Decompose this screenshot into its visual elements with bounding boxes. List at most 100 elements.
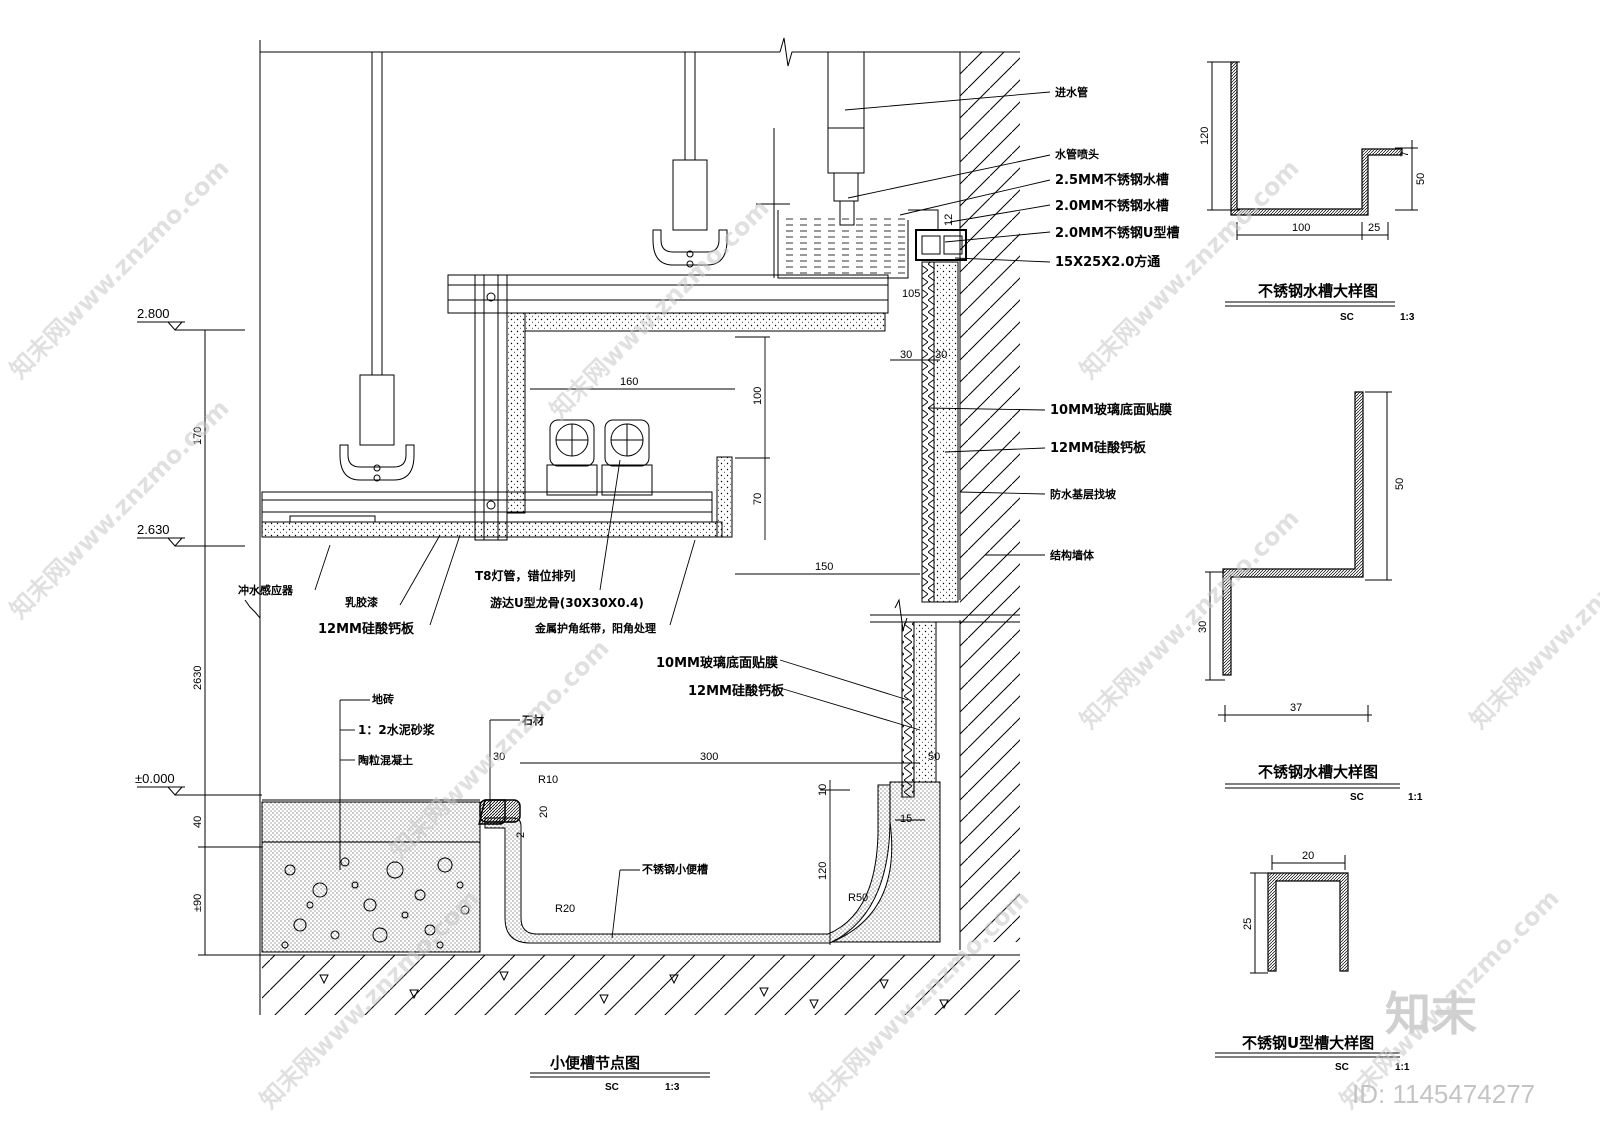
label-inlet-pipe: 进水管 bbox=[1055, 85, 1088, 99]
label-glass-film: 10MM玻璃底面贴膜 bbox=[1050, 402, 1172, 418]
label-square-tube: 15X25X2.0方通 bbox=[1055, 254, 1160, 270]
dim-90: ±90 bbox=[192, 894, 204, 912]
brand-logo-text: 知末 bbox=[1385, 987, 1477, 1041]
label-u-channel: 2.0MM不锈钢U型槽 bbox=[1055, 225, 1179, 241]
label-waterproof: 防水基层找坡 bbox=[1050, 487, 1117, 501]
leader-lines bbox=[314, 91, 1051, 939]
watermark-6: 知末网www.znzmo.com bbox=[1074, 504, 1304, 734]
dim-50: 50 bbox=[928, 751, 940, 763]
level-2630 bbox=[137, 537, 245, 547]
dim-105: 105 bbox=[902, 288, 920, 300]
detail2-title: 不锈钢水槽大样图 bbox=[1258, 763, 1378, 781]
label-urinal-trough: 不锈钢小便槽 bbox=[642, 862, 708, 876]
level-markers bbox=[137, 321, 262, 956]
detail2-sc: SC bbox=[1350, 792, 1364, 803]
detail-2-drawing bbox=[1205, 391, 1400, 789]
detail-2-texts: 50 30 37 不锈钢水槽大样图 SC 1:1 bbox=[1197, 478, 1423, 803]
level-2800 bbox=[137, 321, 245, 331]
dim-2630: 2630 bbox=[192, 666, 204, 690]
dim-70: 70 bbox=[752, 493, 764, 505]
watermark-3: 知末网www.znzmo.com bbox=[544, 194, 774, 424]
dim-r20: R20 bbox=[555, 903, 575, 915]
detail1-d7: 7 bbox=[1399, 151, 1411, 157]
label-lower-board: 12MM硅酸钙板 bbox=[688, 683, 785, 699]
label-board: 12MM硅酸钙板 bbox=[318, 621, 415, 637]
ceiling-labels: 冲水感应器 乳胶漆 12MM硅酸钙板 T8灯管，错位排列 游达U型龙骨(30X3… bbox=[238, 568, 656, 637]
detail-1-drawing bbox=[1207, 61, 1418, 307]
ceramsite-circles bbox=[281, 857, 470, 949]
label-latex-paint: 乳胶漆 bbox=[345, 595, 378, 609]
label-flush-sensor: 冲水感应器 bbox=[238, 583, 294, 597]
label-sink-20: 2.0MM不锈钢水槽 bbox=[1055, 198, 1169, 214]
main-title-text: 小便槽节点图 bbox=[550, 1054, 640, 1072]
left-dim-texts: 170 2630 40 ±90 bbox=[192, 427, 204, 912]
watermark-1: 知末网www.znzmo.com bbox=[4, 154, 234, 384]
dim-30a: 30 bbox=[900, 349, 912, 361]
dim-170: 170 bbox=[192, 427, 204, 445]
label-plasterboard: 12MM硅酸钙板 bbox=[1050, 440, 1147, 456]
label-t8-lamp: T8灯管，错位排列 bbox=[475, 568, 576, 583]
detail3-d20: 20 bbox=[1302, 850, 1314, 862]
detail1-scale: 1:3 bbox=[1400, 312, 1415, 323]
detail3-title: 不锈钢U型槽大样图 bbox=[1242, 1034, 1374, 1052]
dim-2: 2 bbox=[515, 832, 527, 838]
watermark-4: 知末网www.znzmo.com bbox=[384, 634, 614, 864]
label-sink-25: 2.5MM不锈钢水槽 bbox=[1055, 172, 1169, 188]
label-ceramsite: 陶粒混凝土 bbox=[358, 753, 413, 767]
label-stone: 石材 bbox=[521, 713, 544, 727]
detail1-sc: SC bbox=[1340, 312, 1354, 323]
label-floor-tile: 地砖 bbox=[372, 692, 394, 706]
detail2-d30: 30 bbox=[1197, 621, 1209, 633]
label-u-keel: 游达U型龙骨(30X30X0.4) bbox=[490, 595, 644, 610]
detail1-d120: 120 bbox=[1199, 127, 1211, 145]
detail3-sc: SC bbox=[1335, 1062, 1349, 1073]
detail-1-texts: 120 100 25 50 7 不锈钢水槽大样图 SC 1:3 bbox=[1199, 127, 1427, 323]
detail3-d25: 25 bbox=[1242, 918, 1254, 930]
detail3-scale: 1:1 bbox=[1395, 1062, 1410, 1073]
trough-dim-texts: 30 300 50 R10 20 2 10 120 R20 R50 15 bbox=[493, 751, 940, 915]
image-id-text: ID: 1145474277 bbox=[1352, 1079, 1535, 1109]
detail1-d25: 25 bbox=[1368, 222, 1380, 234]
dim-160: 160 bbox=[620, 376, 638, 388]
detail1-d100: 100 bbox=[1292, 222, 1310, 234]
dimension-lines bbox=[520, 336, 940, 945]
level-texts: 2.800 2.630 ±0.000 bbox=[135, 306, 175, 786]
dim-150: 150 bbox=[815, 561, 833, 573]
lower-labels: 10MM玻璃底面贴膜 12MM硅酸钙板 地砖 1：2水泥砂浆 陶粒混凝土 石材 … bbox=[358, 655, 785, 876]
label-mortar: 1：2水泥砂浆 bbox=[358, 722, 436, 737]
dim-r10: R10 bbox=[538, 774, 558, 786]
right-labels: 进水管 水管喷头 2.5MM不锈钢水槽 2.0MM不锈钢水槽 2.0MM不锈钢U… bbox=[1049, 85, 1179, 562]
main-title-sc: SC bbox=[605, 1082, 619, 1093]
detail2-scale: 1:1 bbox=[1408, 792, 1423, 803]
level-0 bbox=[137, 786, 245, 796]
detail-3-drawing bbox=[1215, 855, 1400, 1058]
main-section-drawing bbox=[259, 37, 1020, 1015]
dim-30: 30 bbox=[493, 751, 505, 763]
detail-3-texts: 20 25 不锈钢U型槽大样图 SC 1:1 bbox=[1242, 850, 1410, 1073]
ground-triangles bbox=[319, 971, 949, 1010]
dim-300: 300 bbox=[700, 751, 718, 763]
hanger-right bbox=[652, 159, 728, 268]
detail1-title: 不锈钢水槽大样图 bbox=[1258, 282, 1378, 300]
detail2-d50: 50 bbox=[1394, 478, 1406, 490]
level-2630-text: 2.630 bbox=[137, 522, 170, 537]
detail1-d50: 50 bbox=[1415, 173, 1427, 185]
t8-lamps bbox=[546, 419, 653, 496]
main-title-lines bbox=[530, 1072, 710, 1078]
detail2-d37: 37 bbox=[1290, 702, 1302, 714]
main-title: 小便槽节点图 SC 1:3 bbox=[550, 1054, 680, 1093]
hanger-left bbox=[339, 374, 415, 482]
label-lower-glass: 10MM玻璃底面贴膜 bbox=[656, 655, 778, 671]
dim-10: 10 bbox=[817, 784, 829, 796]
label-struct-wall: 结构墙体 bbox=[1049, 548, 1095, 562]
dim-20: 20 bbox=[538, 806, 550, 818]
dim-100: 100 bbox=[752, 387, 764, 405]
ceiling-dim-texts: 160 100 70 150 105 30 30 12 bbox=[620, 214, 955, 573]
level-2800-text: 2.800 bbox=[137, 306, 170, 321]
dim-15: 15 bbox=[900, 813, 912, 825]
label-corner-bead: 金属护角纸带，阳角处理 bbox=[534, 621, 656, 635]
dim-40: 40 bbox=[192, 816, 204, 828]
main-title-scale: 1:3 bbox=[665, 1082, 680, 1093]
water-tank bbox=[756, 127, 939, 279]
